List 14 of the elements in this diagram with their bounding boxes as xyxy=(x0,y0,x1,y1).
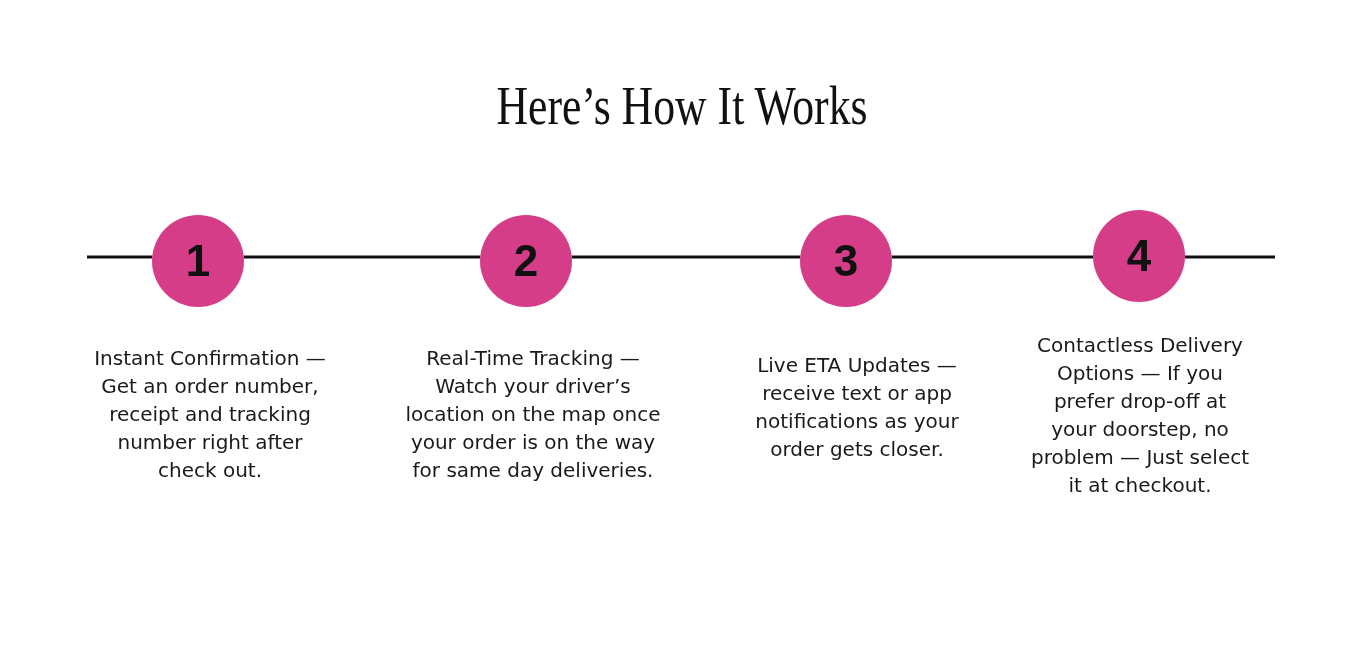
connector-line xyxy=(571,255,801,259)
connector-line xyxy=(243,255,481,259)
connector-line xyxy=(891,255,1093,259)
connector-line xyxy=(1185,255,1275,259)
step-description: Contactless Delivery Options — If you prefer drop-off at your doorstep, no problem — Just select it at checkout. xyxy=(1029,332,1251,499)
step-number: 4 xyxy=(1126,233,1152,279)
step-number: 3 xyxy=(833,238,859,284)
step-description: Real-Time Tracking — Watch your driver’s location on the map once your order is on the way for same day deliveries. xyxy=(404,345,662,484)
diagram-title: Here’s How It Works xyxy=(496,76,868,136)
step-description: Instant Confirmation — Get an order number, receipt and tracking number right after check out. xyxy=(93,345,327,484)
connector-line xyxy=(87,255,153,259)
step-description: Live ETA Updates — receive text or app notifications as your order gets closer. xyxy=(754,352,960,463)
step-number: 1 xyxy=(185,238,211,284)
step-number: 2 xyxy=(513,238,539,284)
